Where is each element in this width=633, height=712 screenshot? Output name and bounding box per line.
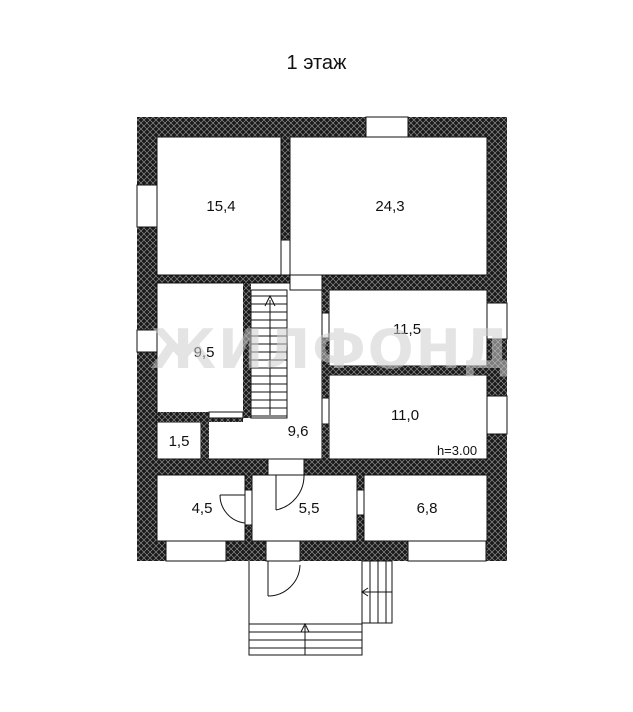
wall-segment [201,418,209,459]
doorways [208,239,365,562]
room-5-5 [251,474,358,542]
room-11-0 [328,374,488,460]
room-label: 15,4 [206,198,235,215]
doorway [208,411,244,419]
doorway [356,489,365,516]
window [165,540,227,562]
room-label: 9,6 [288,423,309,440]
wall-segment [157,412,243,422]
wall-segment [329,366,487,375]
door-swings [219,474,305,597]
room-labels: 15,4 24,3 9,5 11,5 11,0 1,5 9,6 4,5 5,5 … [169,198,477,517]
windows [136,116,508,562]
room-1-5 [156,421,202,460]
ceiling-height-label: h=3.00 [437,443,477,458]
porch [248,560,393,656]
room-label: 24,3 [375,198,404,215]
page-title: 1 этаж [286,52,347,74]
window [136,329,158,353]
room-label: 4,5 [192,500,213,517]
room-label: 11,0 [391,407,419,424]
window [486,302,508,340]
room-15-4 [156,136,282,276]
watermark: ЖИЛФОНД [150,318,513,381]
doorway [321,312,330,339]
wall-segment [243,283,251,418]
doorway [267,458,305,476]
room-label: 9,5 [194,344,215,361]
doorway [265,540,301,562]
wall-segment [322,283,329,459]
window [136,184,158,228]
room-label: 6,8 [417,500,438,517]
rooms [156,136,488,542]
doorway [280,239,291,276]
room-label: 1,5 [169,433,190,450]
window [365,116,409,138]
staircase [250,289,288,419]
room-24-3 [289,136,488,276]
doorway [244,489,253,526]
doorway [289,274,323,291]
window [407,540,487,562]
room-label: 11,5 [393,321,421,338]
room-4-5 [156,474,246,542]
room-label: 5,5 [299,500,320,517]
window [486,395,508,435]
doorway [321,397,330,425]
hall-9-6 [156,282,323,460]
